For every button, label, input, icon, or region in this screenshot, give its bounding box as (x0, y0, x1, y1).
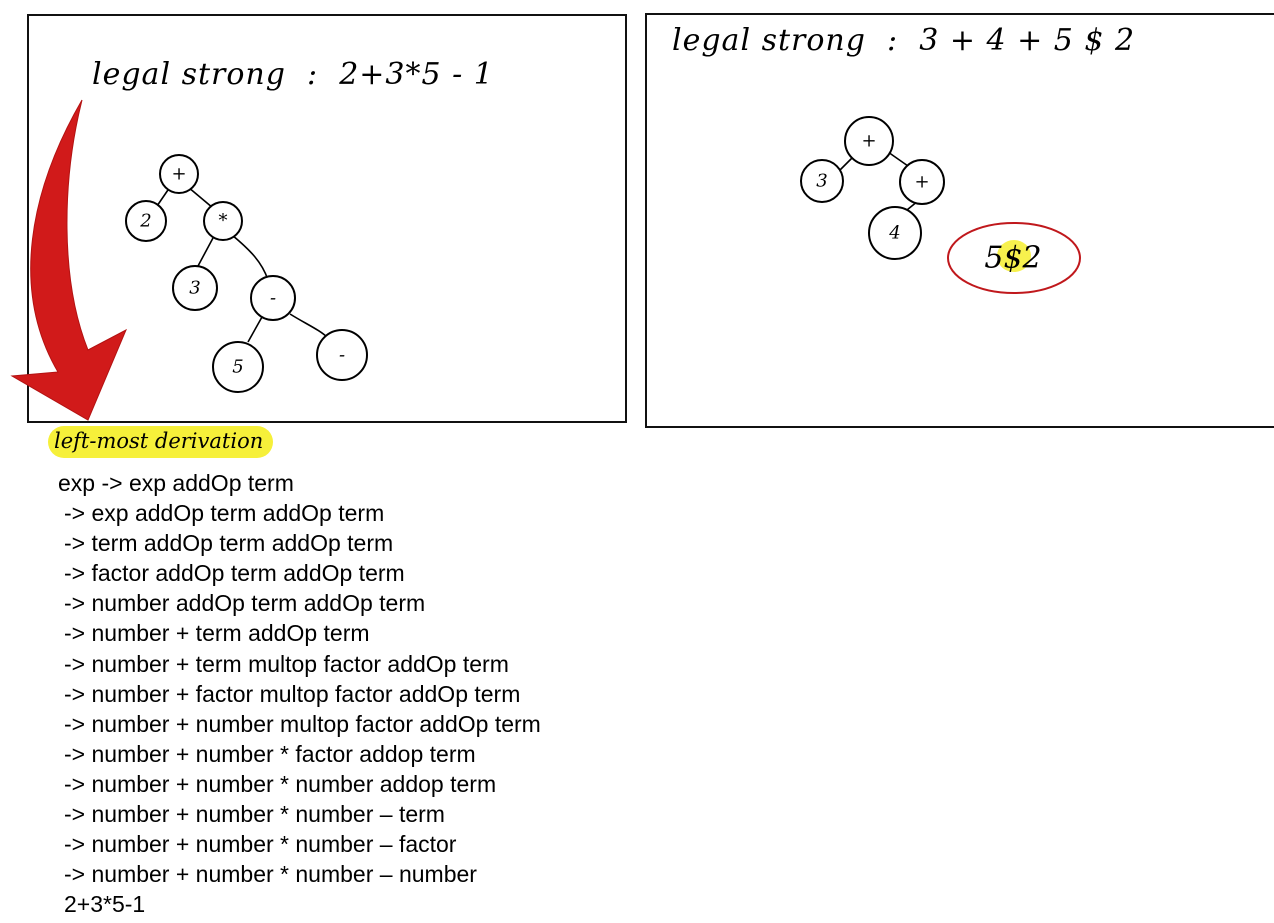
left-node-times-label: * (219, 211, 228, 232)
left-most-derivation-label: left-most derivation (48, 426, 274, 458)
right-node-3-label: 3 (816, 171, 827, 192)
right-node-plus-label: + (914, 172, 929, 193)
derivation-step-6: -> number + term multop factor addOp ter… (64, 650, 509, 677)
derivation-step-2: -> term addOp term addOp term (64, 530, 394, 557)
derivation-step-10: -> number + number * number addop term (64, 770, 497, 797)
left-node-dash-label: - (339, 345, 345, 366)
left-node-5-label: 5 (232, 357, 243, 378)
left-node-root: + (159, 154, 199, 194)
derivation-step-11: -> number + number * number – term (64, 801, 445, 828)
derivation-step-3: -> factor addOp term addOp term (64, 560, 405, 587)
left-node-3-label: 3 (189, 278, 200, 299)
left-node-3: 3 (172, 265, 218, 311)
circled-text: 5$2 (984, 241, 1041, 276)
left-panel-title: legal strong : 2+3*5 - 1 (92, 57, 494, 92)
right-node-plus: + (899, 159, 945, 205)
derivation-steps: exp -> exp addOp term -> exp addOp term … (58, 468, 541, 919)
dollar-highlight (997, 240, 1031, 272)
derivation-step-1: -> exp addOp term addOp term (64, 500, 385, 527)
right-node-root-label: + (861, 131, 876, 152)
left-node-root-label: + (171, 164, 186, 185)
left-node-2: 2 (125, 200, 167, 242)
derivation-step-9: -> number + number * factor addop term (64, 740, 476, 767)
right-node-4-label: 4 (888, 223, 900, 244)
derivation-step-12: -> number + number * number – factor (64, 831, 457, 858)
right-sketch-panel (645, 13, 1274, 428)
left-tree-edges (156, 186, 329, 343)
derivation-result: 2+3*5-1 (64, 891, 146, 918)
left-node-2-label: 2 (139, 211, 151, 232)
left-node-5: 5 (212, 341, 264, 393)
red-arrow-icon (10, 99, 128, 421)
derivation-step-5: -> number + term addOp term (64, 620, 370, 647)
derivation-step-7: -> number + factor multop factor addOp t… (64, 680, 521, 707)
right-panel-title: legal strong : 3 + 4 + 5 $ 2 (672, 23, 1136, 58)
right-node-3: 3 (800, 159, 844, 203)
left-node-times: * (203, 201, 243, 241)
left-node-minus-label: - (270, 288, 276, 309)
derivation-step-4: -> number addOp term addOp term (64, 590, 426, 617)
derivation-step-13: -> number + number * number – number (64, 861, 477, 888)
right-node-4: 4 (868, 206, 922, 260)
left-node-dash: - (316, 329, 368, 381)
red-circle-annotation (947, 222, 1081, 294)
right-node-root: + (844, 116, 894, 166)
left-node-minus: - (250, 275, 296, 321)
derivation-step-8: -> number + number multop factor addOp t… (64, 710, 541, 737)
derivation-step-0: exp -> exp addOp term (58, 470, 294, 496)
